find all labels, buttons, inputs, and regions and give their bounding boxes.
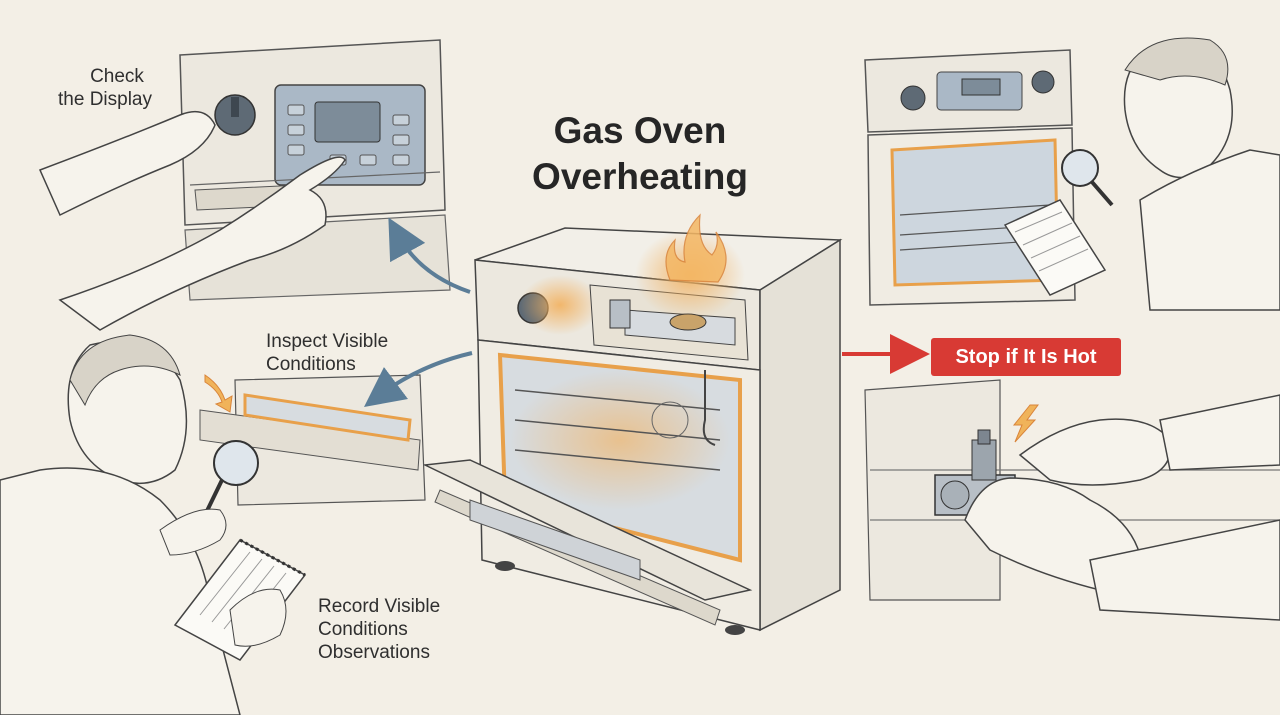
arrow-to-inspect <box>363 351 473 407</box>
title-line-2: Overheating <box>532 156 748 197</box>
notepad-icon <box>173 538 307 661</box>
notepad-icon <box>1003 199 1107 296</box>
stop-warning-badge: Stop if It Is Hot <box>931 338 1121 376</box>
gas-valve-scene <box>864 379 1280 621</box>
record-line-3: Observations <box>318 642 430 663</box>
inspect-label: Inspect Visible Conditions <box>266 330 388 376</box>
display-panel-icon <box>274 84 426 186</box>
page-title: Gas Oven Overheating <box>520 108 760 200</box>
arrow-to-display <box>388 217 471 294</box>
control-panel-scene <box>38 39 451 331</box>
flame-icon <box>635 213 745 320</box>
record-label: Record Visible Conditions Observations <box>318 595 440 664</box>
heat-warning-icon <box>204 374 233 413</box>
oven-inspection-scene <box>864 37 1280 311</box>
check-display-line-2: the Display <box>58 89 152 110</box>
control-knob-icon <box>214 94 256 136</box>
inspect-line-2: Conditions <box>266 354 356 375</box>
inspect-record-scene <box>0 334 426 715</box>
record-line-1: Record Visible <box>318 596 441 617</box>
check-display-line-1: Check <box>90 66 144 87</box>
check-display-label: Check the Display <box>58 65 152 111</box>
flow-arrows <box>363 217 930 407</box>
center-oven <box>422 213 843 635</box>
heat-warning-icon <box>1012 404 1039 443</box>
title-line-1: Gas Oven <box>553 110 727 151</box>
record-line-2: Conditions <box>318 619 408 640</box>
inspect-line-1: Inspect Visible <box>266 331 389 352</box>
magnifier-icon <box>1061 149 1114 207</box>
